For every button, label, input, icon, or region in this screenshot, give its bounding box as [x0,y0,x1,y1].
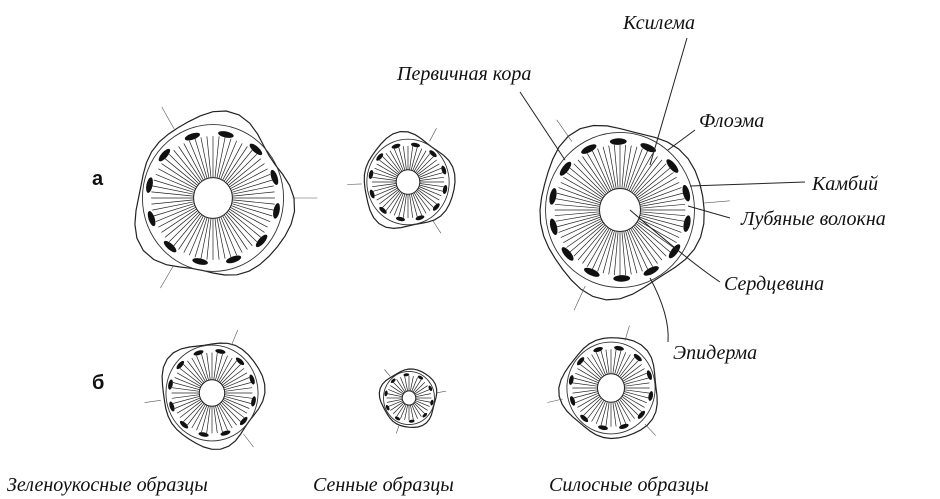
section-a-hay [347,128,455,233]
cortex-leader [520,92,565,160]
section-b-hay [379,369,446,434]
label-cambium: Камбий [811,173,878,195]
label-fibers: Лубяные волокна [740,208,886,230]
section-b-silage [547,325,657,438]
pith-cavity [598,374,625,402]
xylem-leader [650,38,687,165]
row-label-b: б [92,372,104,394]
caption-hay: Сенные образцы [313,474,454,496]
caption-green-cut: Зеленоукосные образцы [7,474,208,496]
label-pith: Сердцевина [724,273,824,295]
label-xylem: Ксилема [622,12,695,34]
cross-sections [135,107,730,449]
pith-cavity [194,178,233,219]
epidermis-leader [650,278,668,342]
label-phloem: Флоэма [699,110,764,132]
label-cortex: Первичная кора [396,63,531,85]
pith-cavity [396,170,420,195]
section-a-green-cut [135,107,318,288]
annotation-labels: Ксилема Первичная кора Флоэма Камбий Луб… [396,12,886,364]
cambium-leader [690,182,805,186]
label-epidermis: Эпидерма [673,342,757,364]
pith-cavity [199,380,224,407]
pith-cavity [600,189,641,232]
section-a-silage [540,120,730,310]
row-label-a: а [92,168,104,190]
phloem-leader [668,130,695,150]
caption-silage: Силосные образцы [549,474,709,496]
pith-cavity [402,391,416,405]
section-b-green-cut [145,330,265,449]
